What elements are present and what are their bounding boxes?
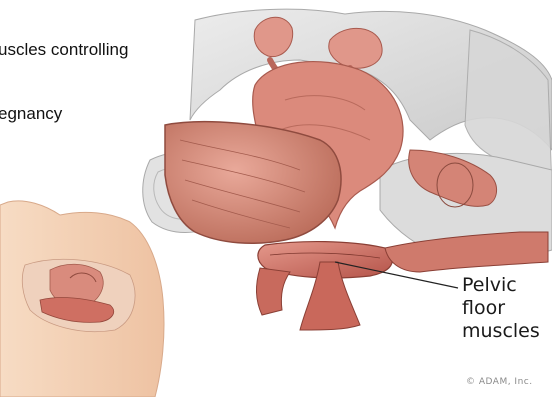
label-line-floor: floor [462,297,540,320]
copyright-text: © ADAM, Inc. [466,377,533,387]
bladder [165,122,341,244]
pelvic-floor-label: Pelvic floor muscles [462,274,540,343]
label-line-muscles: muscles [462,320,540,343]
inset-body-illustration [0,201,164,397]
label-line-pelvic: Pelvic [462,274,540,297]
